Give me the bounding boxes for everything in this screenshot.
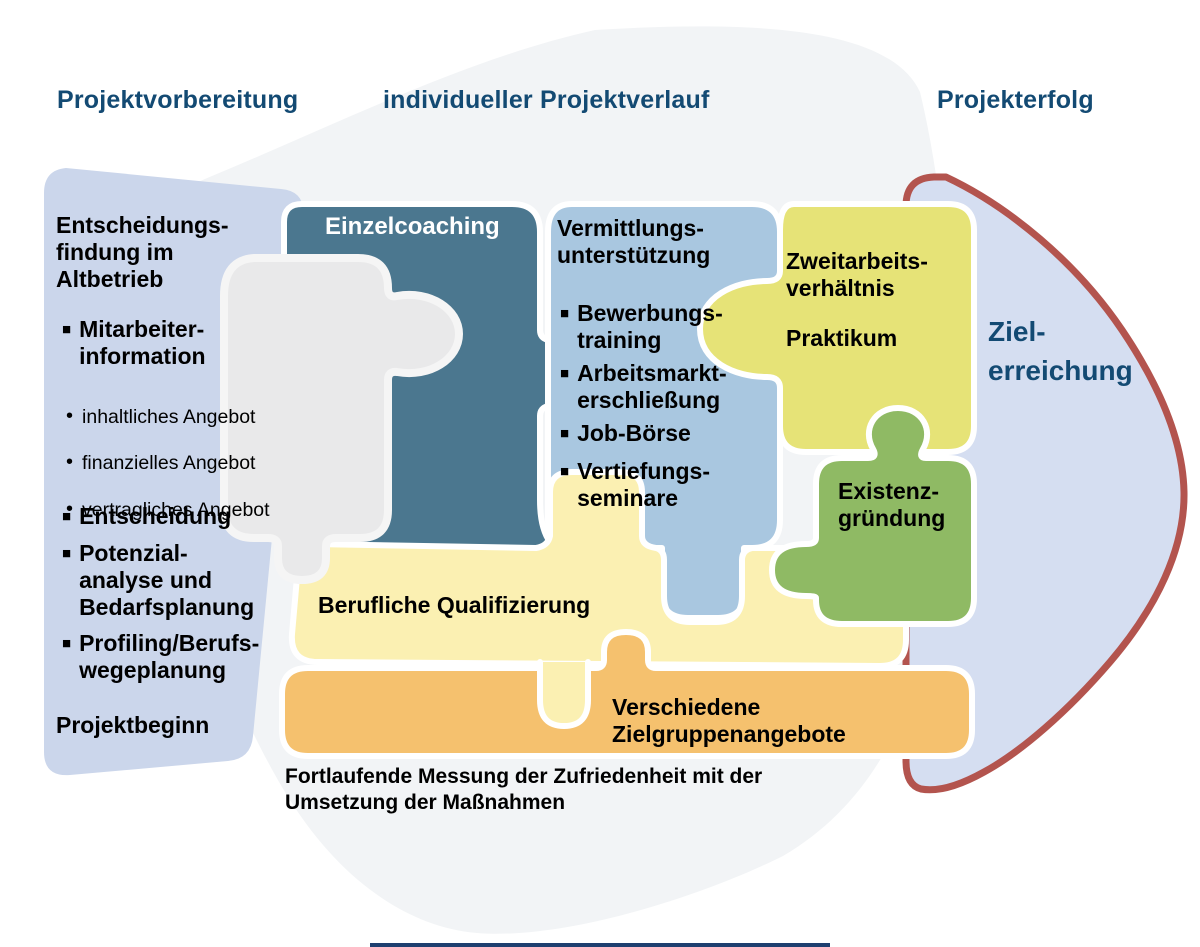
puzzle-piece-existenz	[769, 405, 977, 627]
vermittlung-bullet-jobboerse: ■ Job-Börse	[560, 420, 691, 447]
square-bullet-icon: ■	[560, 305, 570, 322]
sub-item: • vertragliches Angebot	[66, 496, 270, 524]
left-panel-title: Entscheidungs- findung im Altbetrieb	[56, 212, 229, 292]
dot-bullet-icon: •	[66, 451, 74, 474]
vermittlung-bullet-label: Job-Börse	[577, 420, 691, 446]
left-panel-item-potenzialanalyse: ■ Potenzial- analyse und Bedarfsplanung	[62, 540, 254, 621]
puzzle-piece-zweitarbeit	[697, 201, 977, 455]
dot-bullet-icon: •	[66, 404, 74, 427]
sub-item-label: finanzielles Angebot	[82, 452, 256, 475]
square-bullet-icon: ■	[560, 365, 570, 382]
sub-item: • finanzielles Angebot	[66, 449, 270, 477]
left-panel-subitems: • inhaltliches Angebot • finanzielles An…	[66, 384, 270, 543]
square-bullet-icon: ■	[560, 425, 570, 442]
square-bullet-icon: ■	[62, 321, 72, 338]
header-projektvorbereitung: Projektvorbereitung	[57, 86, 299, 114]
sub-item: • inhaltliches Angebot	[66, 403, 270, 431]
label-qualifizierung: Berufliche Qualifizierung	[318, 592, 591, 618]
sub-item-label: inhaltliches Angebot	[82, 405, 256, 428]
vermittlung-bullet-arbeitsmarkt: ■ Arbeitsmarkt- erschließung	[560, 360, 727, 414]
vermittlung-bullet-label: Arbeitsmarkt- erschließung	[577, 360, 727, 413]
puzzle-piece-gray	[220, 254, 463, 584]
left-panel-item-label: Mitarbeiter- information	[79, 316, 206, 369]
label-praktikum: Praktikum	[786, 325, 898, 351]
footnote: Fortlaufende Messung der Zufriedenheit m…	[285, 765, 763, 814]
square-bullet-icon: ■	[62, 635, 72, 652]
label-zielerreichung: Ziel- erreichung	[988, 316, 1133, 386]
label-vermittlung-title: Vermittlungs- unterstützung	[557, 215, 711, 268]
square-bullet-icon: ■	[62, 545, 72, 562]
puzzle-piece-zielgruppen	[279, 629, 975, 759]
square-bullet-icon: ■	[560, 463, 570, 480]
label-existenz: Existenz- gründung	[838, 478, 946, 531]
bottom-edge-bar	[370, 943, 830, 947]
left-panel-item-mitarbeiterinformation: ■ Mitarbeiter- information	[62, 316, 206, 370]
vermittlung-bullet-bewerbung: ■ Bewerbungs- training	[560, 300, 723, 354]
vermittlung-bullet-vertiefung: ■ Vertiefungs- seminare	[560, 458, 710, 512]
label-einzelcoaching: Einzelcoaching	[325, 213, 500, 240]
square-bullet-icon: ■	[62, 508, 72, 525]
left-panel-item-entscheidung: ■ Entscheidung	[62, 503, 231, 530]
header-projektverlauf: individueller Projektverlauf	[383, 86, 710, 114]
vermittlung-bullet-label: Vertiefungs- seminare	[577, 458, 710, 511]
label-zweitarbeit: Zweitarbeits- verhältnis	[786, 248, 928, 301]
dot-bullet-icon: •	[66, 498, 74, 521]
left-panel-footer-projektbeginn: Projektbeginn	[56, 712, 210, 738]
left-panel-item-label: Entscheidung	[79, 503, 232, 529]
header-projekterfolg: Projekterfolg	[937, 86, 1094, 114]
left-panel-item-profiling: ■ Profiling/Berufs- wegeplanung	[62, 630, 259, 684]
vermittlung-bullet-label: Bewerbungs- training	[577, 300, 723, 353]
puzzle-knob-qualifizierung	[537, 659, 591, 730]
sub-item-label: vertragliches Angebot	[82, 499, 270, 522]
left-panel-item-label: Profiling/Berufs- wegeplanung	[79, 630, 260, 683]
label-zielgruppen: Verschiedene Zielgruppenangebote	[612, 694, 846, 747]
left-panel-item-label: Potenzial- analyse und Bedarfsplanung	[79, 540, 255, 620]
